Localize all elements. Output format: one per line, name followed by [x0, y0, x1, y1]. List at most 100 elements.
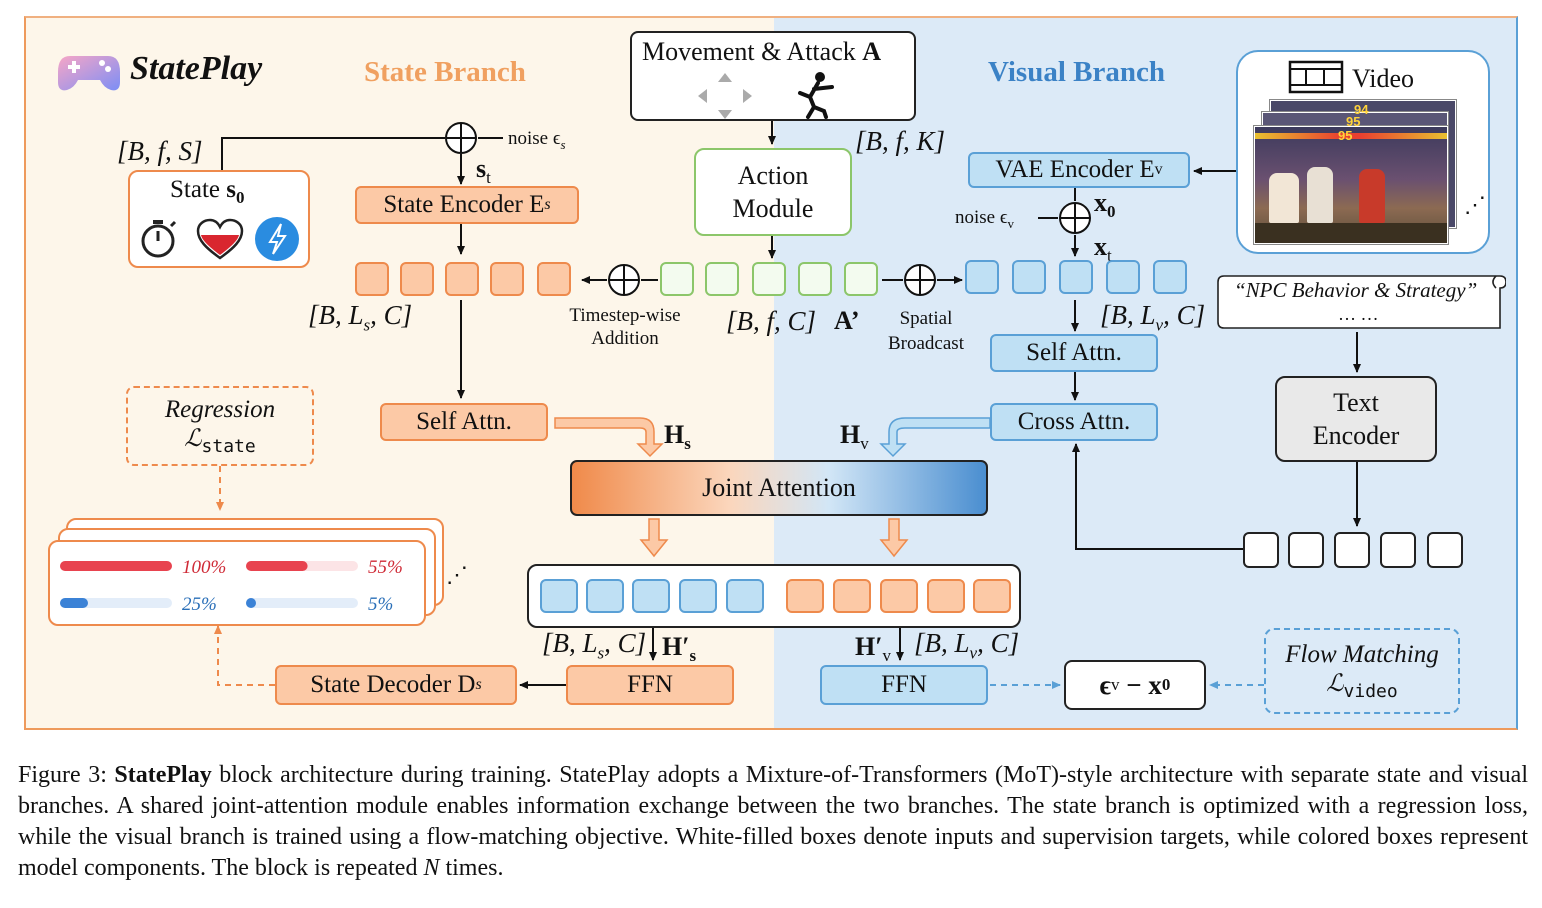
npc-text-scroll: “NPC Behavior & Strategy” … …: [1214, 272, 1506, 330]
state-bar-label: 55%: [368, 557, 403, 578]
regression-subscript: state: [201, 435, 256, 457]
state-bar-fill: [246, 598, 256, 608]
action-tokens-shape: [B, f, C]: [726, 306, 817, 336]
hv-prime-label: H′v: [855, 632, 892, 666]
concat-state-token: [833, 579, 871, 613]
text-token: [1380, 532, 1416, 568]
state-input: State s0: [128, 170, 310, 268]
energy-icon: [255, 217, 299, 261]
caption-body: block architecture during training. Stat…: [18, 762, 1529, 881]
cross-attn: Cross Attn.: [990, 403, 1158, 441]
movement-label: Movement & Attack: [642, 37, 856, 66]
concat-state-token: [880, 579, 918, 613]
state-shape-label: [B, f, S]: [117, 136, 203, 166]
visual-token: [965, 260, 999, 294]
concat-state-token: [973, 579, 1011, 613]
concat-visual-token: [679, 579, 717, 613]
noise-state-label: noise ϵs: [508, 128, 566, 152]
noise-visual-label: noise ϵv: [955, 207, 1015, 231]
action-token: [705, 262, 739, 296]
state-branch-title: State Branch: [364, 56, 526, 88]
visual-token: [1106, 260, 1140, 294]
state-output-card: [48, 540, 426, 626]
action-token: [844, 262, 878, 296]
caption-bold: StatePlay: [114, 762, 212, 788]
action-token: [798, 262, 832, 296]
movement-attack-input: Movement & Attack A: [630, 31, 916, 121]
state-output-ellipsis: ⋰: [446, 562, 468, 587]
video-title: Video: [1352, 64, 1414, 93]
joint-attention: Joint Attention: [570, 460, 988, 516]
state-token: [400, 262, 434, 296]
state-token: [355, 262, 389, 296]
hs-label: Hs: [664, 420, 691, 454]
text-token: [1288, 532, 1324, 568]
score-1: 94: [1354, 102, 1369, 117]
diagram-frame: [24, 16, 1518, 730]
caption-prefix: Figure 3:: [18, 762, 115, 788]
direction-arrows-icon: [698, 73, 752, 119]
action-module-line2: Module: [732, 194, 814, 223]
visual-token: [1059, 260, 1093, 294]
regression-title: Regression: [164, 395, 276, 423]
concat-visual-token: [726, 579, 764, 613]
film-icon: [1288, 60, 1344, 94]
spatial-broadcast-icon: [904, 264, 936, 296]
timer-icon: [141, 220, 177, 258]
state-token: [537, 262, 571, 296]
gamepad-icon: [58, 56, 120, 91]
state-token: [445, 262, 479, 296]
s-t-label: st: [476, 154, 491, 188]
score-3: 95: [1338, 128, 1353, 143]
caption-n: N: [423, 855, 440, 881]
concat-visual-token: [540, 579, 578, 613]
ffn-state-shape: [B, Ls, C]: [542, 628, 647, 663]
flow-symbol: ℒ: [1326, 670, 1344, 697]
concat-state-token: [927, 579, 965, 613]
video-input: Video 94 95 95 ⋰: [1236, 50, 1490, 254]
state-bar-fill: [60, 598, 88, 608]
logo-text: StatePlay: [130, 50, 263, 87]
npc-text: “NPC Behavior & Strategy”: [1234, 278, 1478, 302]
state-title: State: [170, 176, 220, 203]
state-subscript: 0: [235, 188, 245, 207]
text-token: [1243, 532, 1279, 568]
action-module-line1: Action: [737, 161, 809, 190]
noise-add-state-icon: [445, 122, 477, 154]
state-bar-label: 25%: [182, 594, 217, 615]
flow-matching-loss: Flow Matching ℒvideo: [1264, 628, 1460, 714]
state-symbol: s: [226, 176, 236, 203]
visual-token: [1153, 260, 1187, 294]
hv-label: Hv: [840, 420, 869, 454]
caption-end: times.: [439, 855, 504, 881]
state-tokens-shape: [B, Ls, C]: [308, 300, 413, 335]
text-token: [1334, 532, 1370, 568]
flow-title: Flow Matching: [1285, 640, 1439, 668]
concat-visual-token: [632, 579, 670, 613]
hs-prime-label: H′s: [662, 632, 697, 666]
score-2: 95: [1346, 114, 1361, 129]
action-prime-label: A’: [834, 306, 860, 335]
ffn-visual-shape: [B, Lv, C]: [914, 628, 1020, 663]
logo: StatePlay: [56, 48, 296, 96]
state-bar-label: 5%: [368, 594, 393, 615]
connector-lines: [214, 120, 1361, 689]
state-bar-track: [60, 598, 172, 608]
state-bars: 100%55%25%5%: [60, 557, 403, 615]
heart-icon: [196, 218, 244, 260]
video-ellipsis: ⋰: [1464, 192, 1486, 217]
action-token: [660, 262, 694, 296]
movement-symbol: A: [862, 37, 882, 66]
flow-subscript: video: [1343, 680, 1398, 702]
regression-loss: Regression ℒstate: [126, 386, 314, 466]
self-attn-state: Self Attn.: [380, 403, 548, 441]
xt-label: xt: [1094, 232, 1112, 266]
video-frame-front: [1254, 126, 1448, 244]
action-module: Action Module: [694, 148, 852, 236]
